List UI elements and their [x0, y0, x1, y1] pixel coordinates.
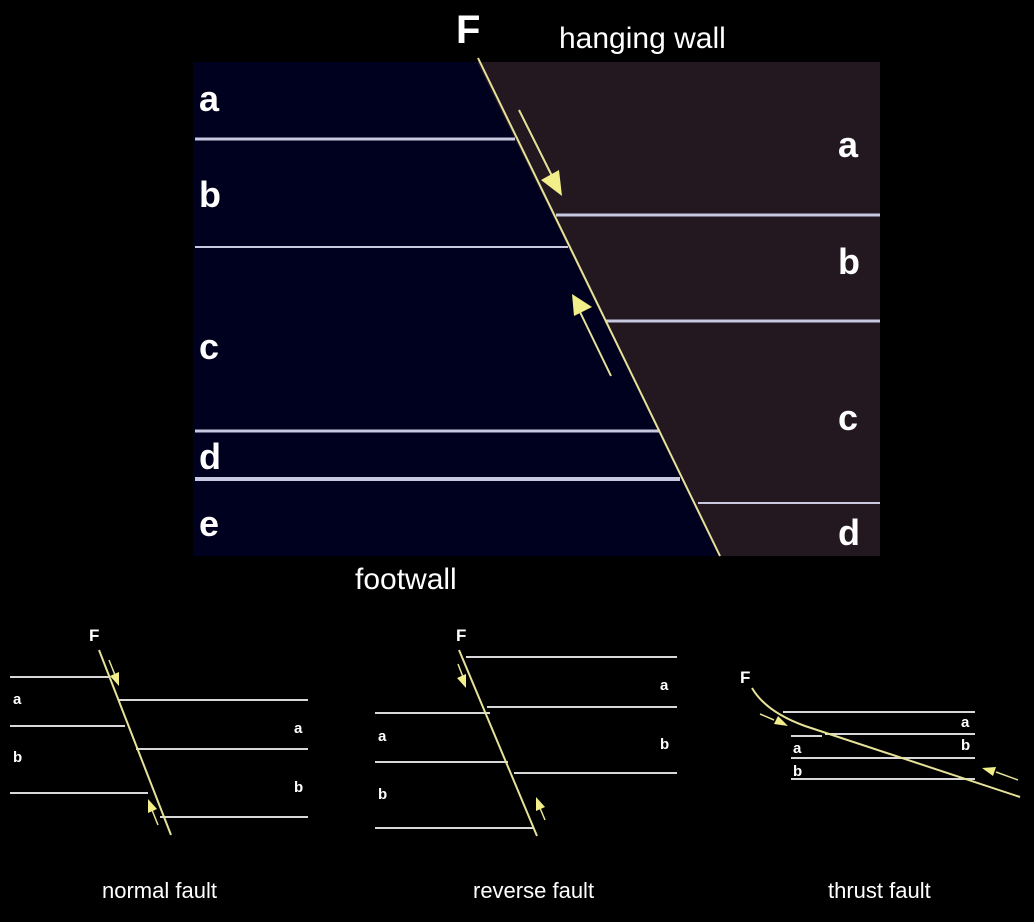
- footwall-layer-label: c: [199, 326, 219, 367]
- layer-label: b: [961, 737, 970, 754]
- hanging-wall-layer-label: c: [838, 397, 858, 438]
- fault-label: F: [740, 668, 750, 687]
- layer-label: a: [294, 720, 303, 737]
- right-arrow-icon: [759, 713, 788, 726]
- layer-label: b: [294, 779, 303, 796]
- up-arrow-icon: [536, 797, 546, 821]
- fault-label: F: [456, 8, 480, 52]
- fault-plane: [458, 649, 538, 837]
- layer-label: a: [660, 677, 669, 694]
- layer-label: b: [13, 749, 22, 766]
- hanging-wall-label: hanging wall: [559, 22, 726, 55]
- footwall-layer-label: b: [199, 174, 221, 215]
- fault-label: F: [89, 626, 99, 645]
- layer-label: b: [378, 786, 387, 803]
- footwall-up-arrow-icon: [572, 294, 612, 377]
- layer-label: a: [378, 728, 387, 745]
- fault-plane: [751, 687, 1021, 798]
- footwall-layer-label: a: [199, 78, 220, 119]
- down-arrow-icon: [108, 659, 119, 686]
- caption: normal fault: [102, 878, 217, 903]
- layer-label: a: [961, 714, 970, 731]
- fault-plane: [477, 57, 721, 557]
- left-arrow-icon: [982, 767, 1019, 781]
- footwall-label: footwall: [355, 563, 457, 596]
- layer-label: b: [660, 736, 669, 753]
- thrust-fault-diagram: F a b a b thrust fault: [740, 668, 1021, 903]
- hanging-wall-block: [477, 62, 880, 556]
- layer-label: a: [793, 740, 802, 757]
- footwall-layer-label: d: [199, 436, 221, 477]
- caption: thrust fault: [828, 878, 931, 903]
- hanging-wall-layer-label: b: [838, 241, 860, 282]
- caption: reverse fault: [473, 878, 594, 903]
- down-arrow-icon: [457, 663, 466, 688]
- hanging-wall-layer-label: a: [838, 124, 859, 165]
- fault-label: F: [456, 626, 466, 645]
- footwall-layer-label: e: [199, 503, 219, 544]
- layer-label: a: [13, 691, 22, 708]
- normal-fault-diagram: F a b a b normal fault: [10, 626, 308, 903]
- hanging-wall-down-arrow-icon: [518, 109, 562, 196]
- fault-plane: [98, 649, 172, 836]
- up-arrow-icon: [148, 799, 159, 826]
- hanging-wall-layer-label: d: [838, 512, 860, 553]
- layer-label: b: [793, 763, 802, 780]
- main-fault-diagram: F hanging wall footwall a b c d e a b c …: [193, 8, 880, 596]
- reverse-fault-diagram: F a b a b reverse fault: [375, 626, 677, 903]
